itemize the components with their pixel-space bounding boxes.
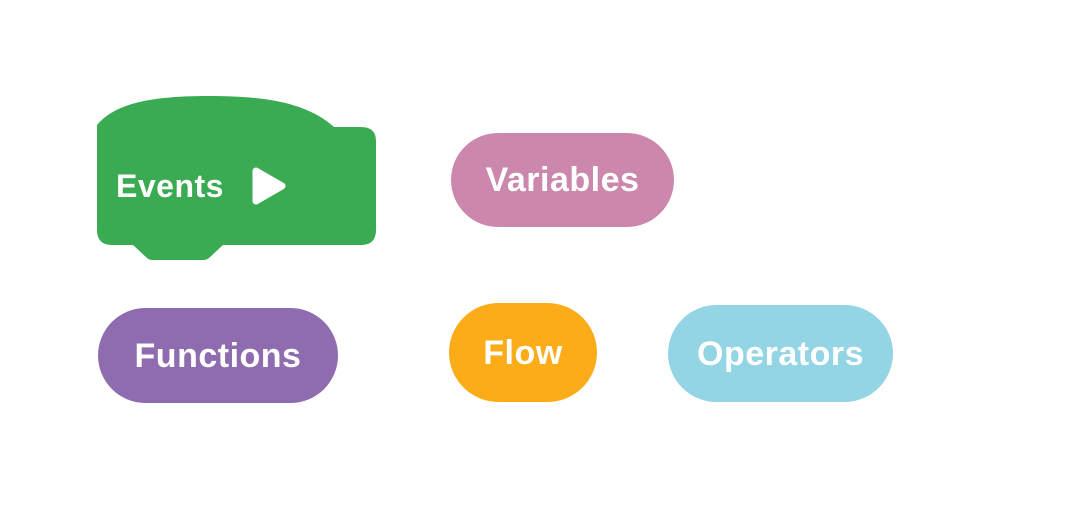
category-label-events: Events — [116, 168, 224, 204]
category-pill-operators[interactable]: Operators — [668, 305, 893, 402]
category-label-functions: Functions — [134, 336, 302, 375]
category-label-operators: Operators — [697, 334, 864, 373]
category-label-variables: Variables — [485, 161, 640, 199]
hat-block-shape — [97, 96, 376, 260]
category-pill-functions[interactable]: Functions — [98, 308, 338, 403]
play-triangle-icon — [252, 167, 286, 205]
category-pill-flow[interactable]: Flow — [449, 303, 597, 402]
category-block-events[interactable]: Events — [97, 96, 376, 262]
events-block-content: Events — [116, 127, 287, 245]
category-label-flow: Flow — [483, 333, 563, 372]
hat-block-path — [97, 96, 376, 260]
category-pill-variables[interactable]: Variables — [451, 133, 674, 227]
